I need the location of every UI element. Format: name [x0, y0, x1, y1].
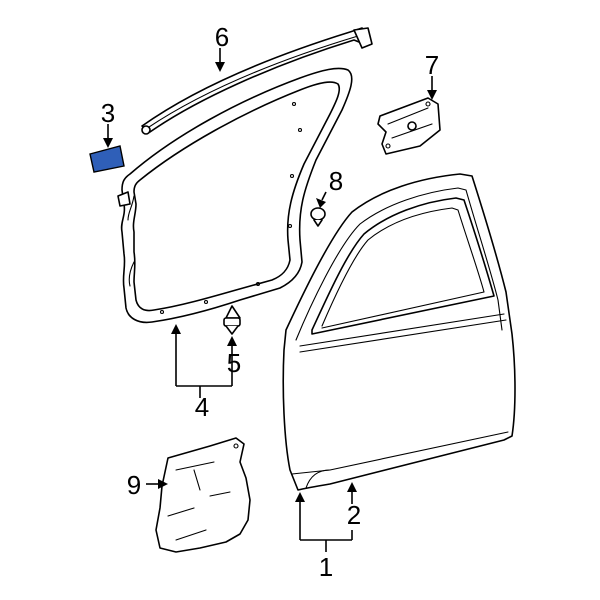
part-7-bracket — [377, 97, 441, 155]
callout-9: 9 — [127, 470, 141, 500]
callout-2: 2 — [347, 500, 361, 530]
part-5-fastener — [223, 305, 241, 335]
part-4-weatherstrip — [117, 67, 353, 324]
leader-lines — [103, 48, 437, 552]
part-6-molding — [141, 27, 373, 135]
part-3-pad — [89, 145, 125, 173]
callout-6: 6 — [215, 22, 229, 52]
part-1-door-shell — [282, 173, 516, 491]
part-8-clip — [310, 207, 326, 227]
callout-1: 1 — [319, 552, 333, 582]
callout-7: 7 — [425, 50, 439, 80]
callout-4: 4 — [195, 392, 209, 422]
callout-3: 3 — [101, 98, 115, 128]
callout-8: 8 — [329, 166, 343, 196]
part-9-insulator — [155, 437, 251, 553]
callout-5: 5 — [227, 348, 241, 378]
